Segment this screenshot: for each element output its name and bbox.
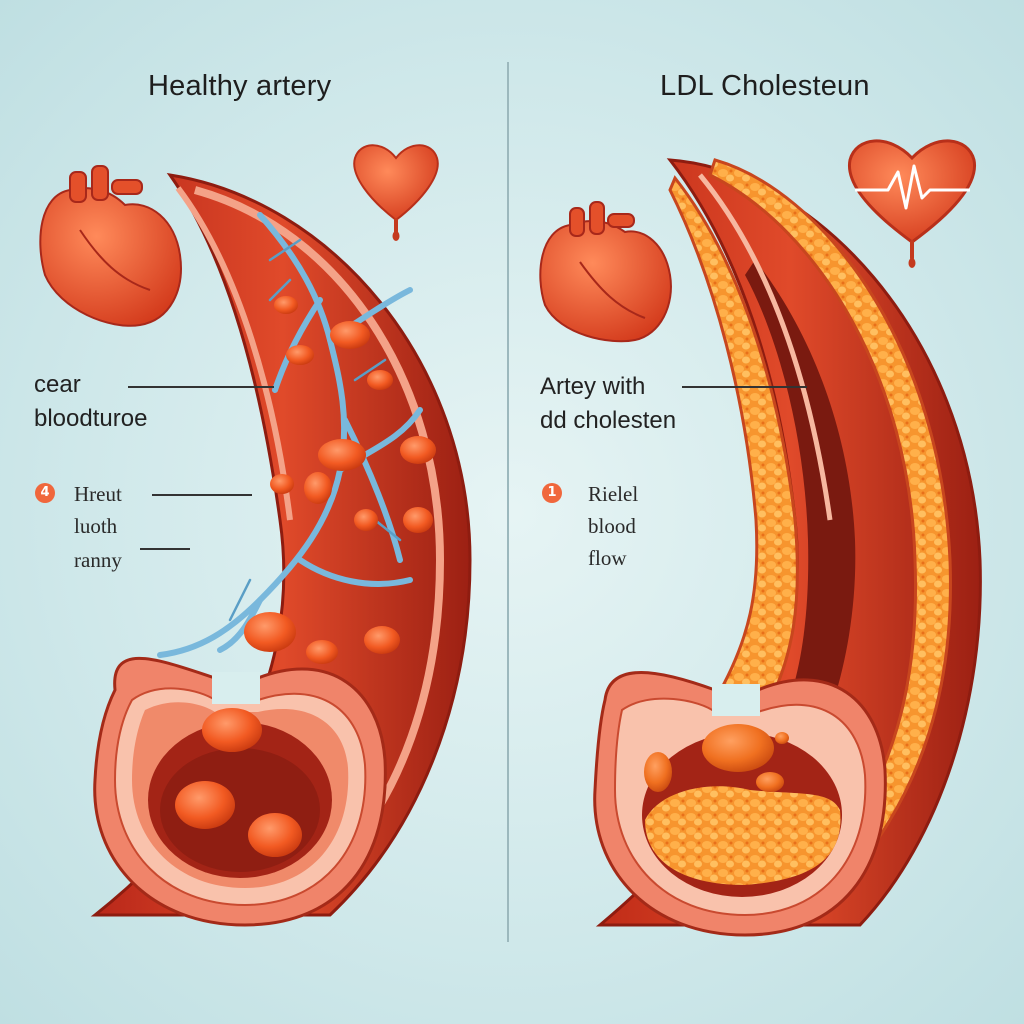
artery-cross-section <box>593 671 887 937</box>
label-clear-blood-line2: bloodturoe <box>34 405 148 432</box>
label-small-right-2: blood <box>588 514 636 538</box>
artery-cross-section <box>93 656 387 927</box>
marker-number-left: 4 <box>35 483 55 503</box>
healthy-artery-panel: Healthy artery cear bloodturoe 4 Hreut l… <box>0 0 508 1024</box>
leader-line-small-left-2 <box>140 548 190 550</box>
label-small-right-3: flow <box>588 546 627 570</box>
healthy-artery-illustration <box>39 144 472 927</box>
label-small-right-1: Rielel <box>588 482 639 506</box>
cholesterol-artery-panel: LDL Cholesteun Artey with dd cholesten 1… <box>510 0 1024 1024</box>
heart-drop-icon <box>353 144 439 241</box>
leader-line-main-right <box>682 386 807 388</box>
blood-cells <box>244 296 436 664</box>
heartbeat-heart-icon <box>847 139 977 268</box>
label-cholesterol-line2: dd cholesten <box>540 407 677 434</box>
leader-line-small-left-1 <box>152 494 252 496</box>
marker-number-right: 1 <box>542 483 562 503</box>
healthy-artery-title: Healthy artery <box>148 70 332 102</box>
anatomical-heart-icon <box>539 201 672 343</box>
label-cholesterol-line1: Artey with <box>540 373 646 400</box>
label-small-left-2: luoth <box>74 514 118 538</box>
label-small-left-1: Hreut <box>74 482 122 506</box>
cholesterol-artery-illustration <box>539 139 982 937</box>
label-small-left-3: ranny <box>74 548 122 572</box>
center-divider <box>507 62 509 942</box>
anatomical-heart-icon <box>39 165 182 327</box>
leader-line-main-left <box>128 386 274 388</box>
ldl-cholesterol-title: LDL Cholesteun <box>660 70 870 102</box>
label-clear-blood-line1: cear <box>34 371 81 398</box>
